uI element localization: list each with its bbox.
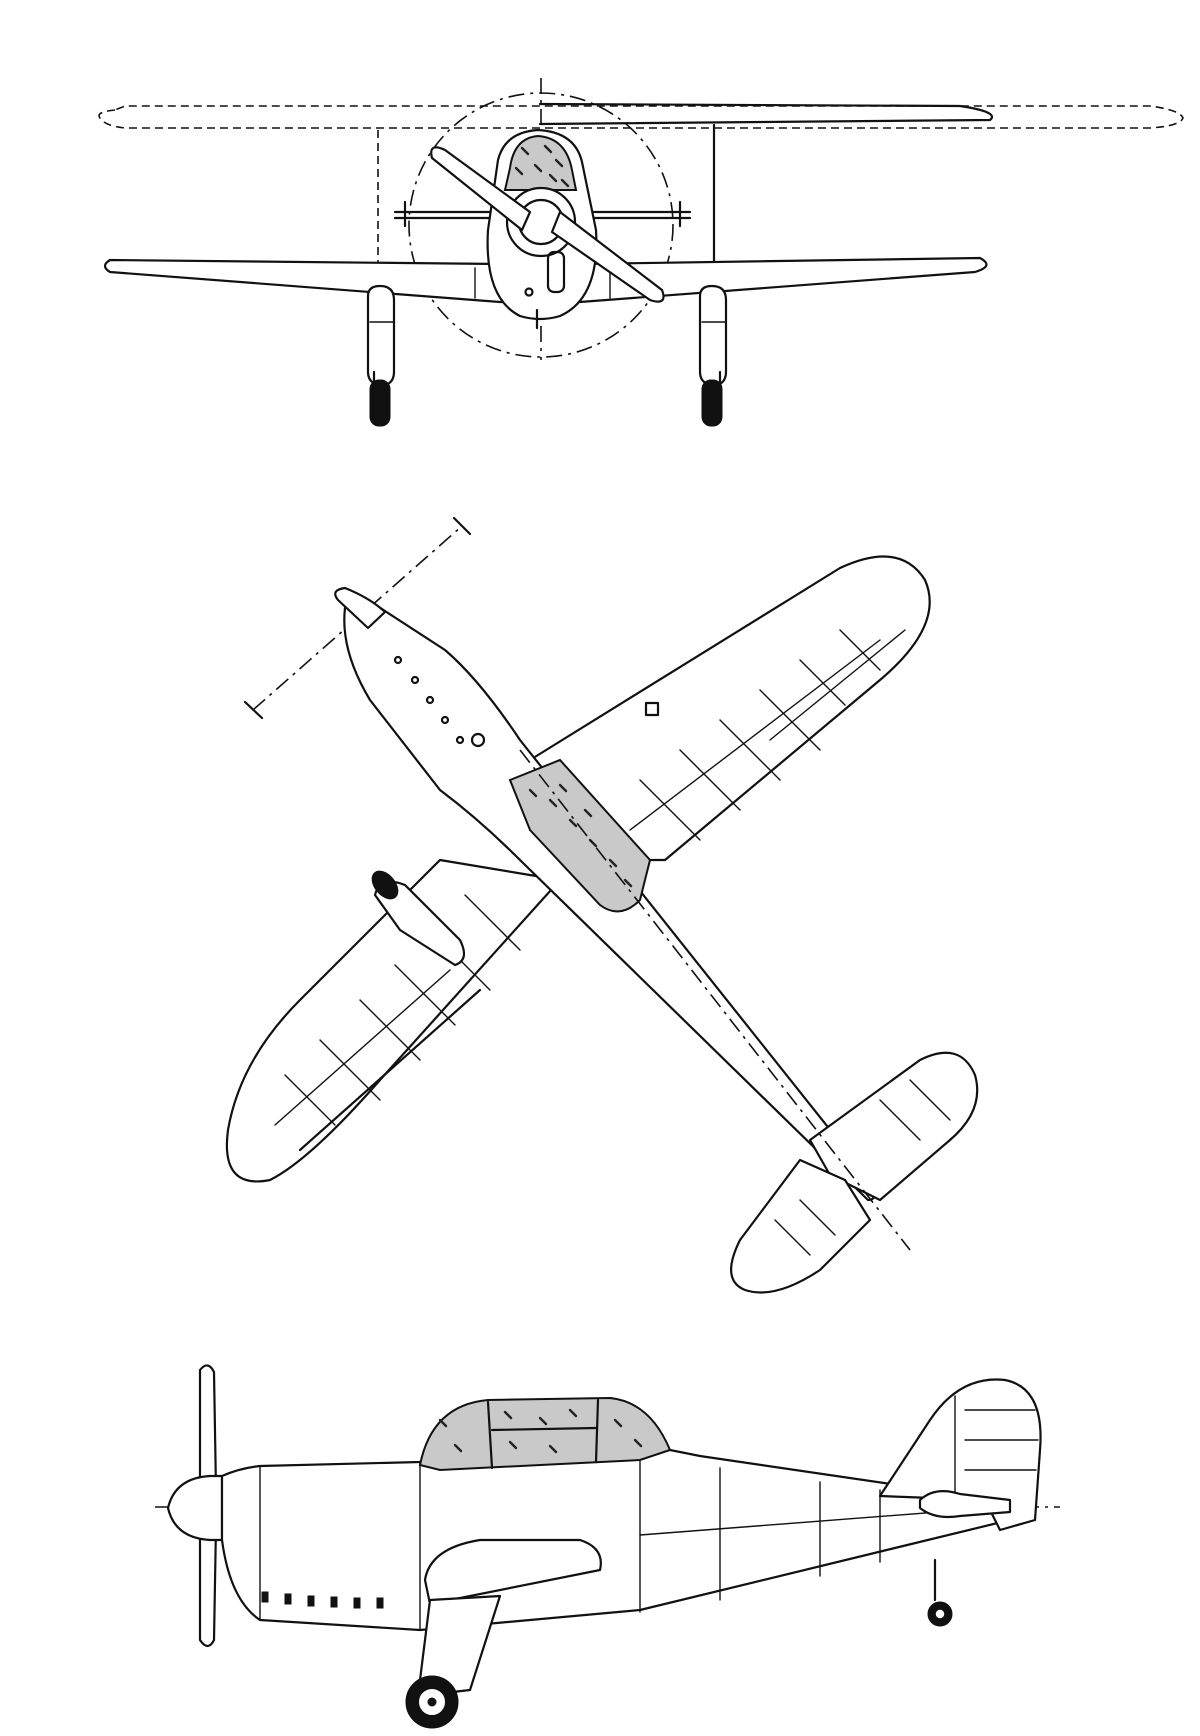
side-rudder-ribs	[954, 1395, 1039, 1509]
side-tailwheel-hub	[934, 1608, 946, 1620]
top-tailplane-right	[808, 1051, 979, 1202]
top-centerline	[519, 749, 911, 1251]
top-cowl-rivets	[393, 655, 486, 748]
side-wing-fairing	[423, 1538, 602, 1606]
side-canopy-frames	[486, 1398, 600, 1470]
side-tailplane	[918, 1489, 1012, 1519]
front-view	[98, 78, 1184, 427]
side-view	[155, 1364, 1060, 1729]
top-nose-spinner	[334, 586, 387, 630]
front-upper-wing-phantom	[98, 105, 1184, 129]
top-wing-left-ribs	[274, 894, 521, 1152]
top-view	[225, 516, 979, 1294]
top-gear-wheel	[371, 870, 399, 900]
side-fuselage	[220, 1438, 1012, 1632]
side-canopy	[418, 1396, 672, 1472]
top-canopy	[508, 758, 652, 913]
side-canopy-hatching	[438, 1408, 643, 1454]
side-main-wheel-axle	[427, 1697, 437, 1707]
side-propeller-lower	[198, 1523, 218, 1648]
side-exhaust-stubs	[261, 1591, 384, 1609]
top-wing-marker	[644, 701, 660, 717]
top-wing-right-ribs	[629, 629, 906, 841]
side-fin-rudder	[878, 1378, 1042, 1532]
top-dimension-tick-right	[452, 516, 472, 536]
front-canopy-hatching	[514, 144, 570, 188]
top-tailplane-ribs	[774, 1079, 951, 1256]
front-prop-blade-lower	[550, 210, 665, 303]
top-wing-right	[528, 555, 931, 862]
top-tailplane-left	[730, 1158, 872, 1294]
front-prop-blade-upper	[430, 146, 532, 232]
side-propeller-upper	[198, 1364, 218, 1492]
front-intake	[546, 250, 566, 294]
top-canopy-hatching	[528, 783, 633, 888]
front-upper-wing-right	[538, 102, 993, 126]
top-dimension-tick-left	[243, 700, 264, 720]
front-landing-gear-left	[366, 284, 396, 427]
side-spinner	[166, 1474, 224, 1542]
side-main-gear-leg	[416, 1594, 502, 1698]
front-cowl-rivet	[524, 287, 534, 297]
front-landing-gear-right	[698, 284, 728, 427]
